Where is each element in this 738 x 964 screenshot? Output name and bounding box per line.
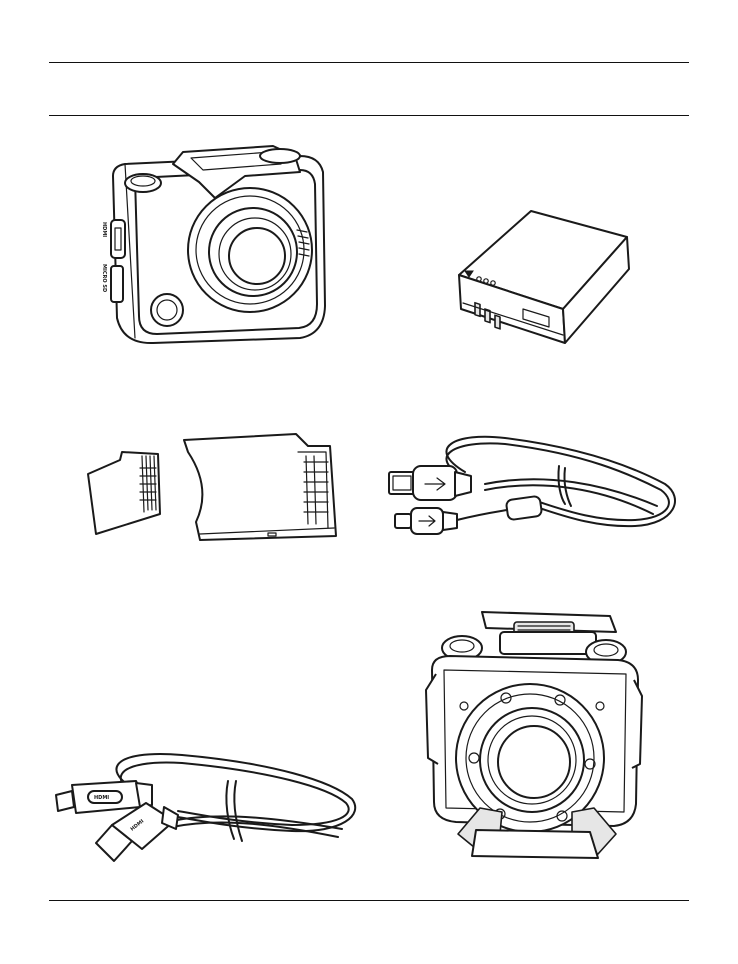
waterproof-housing-illustration xyxy=(422,608,644,863)
header-rule-top xyxy=(49,62,689,63)
camera-sd-label: MICRO SD xyxy=(101,264,107,292)
footer-rule xyxy=(49,900,689,901)
usb-cable-illustration xyxy=(385,428,690,543)
hdmi-connector-label: HDMI xyxy=(94,795,109,801)
sd-adapter-illustration xyxy=(178,432,348,547)
microsd-card-illustration xyxy=(82,448,162,538)
camera-illustration: HDMI MICRO SD xyxy=(95,138,335,348)
header-rule-bottom xyxy=(49,115,689,116)
hdmi-cable-illustration: HDMI HDMI xyxy=(52,745,364,875)
battery-illustration xyxy=(445,205,630,345)
camera-hdmi-label: HDMI xyxy=(101,222,107,237)
